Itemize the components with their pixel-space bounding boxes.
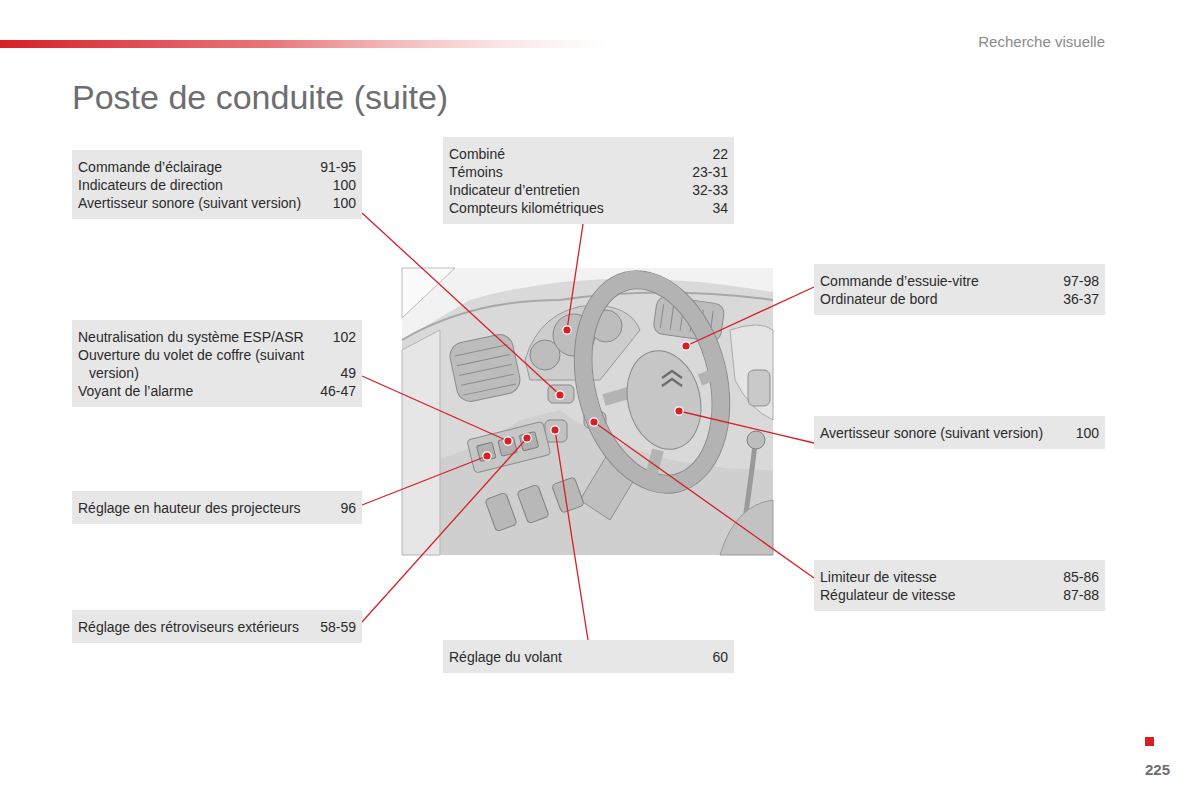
control-name: Régulateur de vitesse xyxy=(820,586,1053,604)
callout-box: Avertisseur sonore (suivant version) 100 xyxy=(814,416,1105,449)
page-reference: 102 xyxy=(320,328,356,346)
page-reference: 34 xyxy=(692,199,728,217)
leader-line xyxy=(362,456,487,505)
leader-line xyxy=(679,411,814,443)
control-name: Combiné xyxy=(449,145,682,163)
callout-dot xyxy=(556,391,564,399)
page-reference: 36-37 xyxy=(1063,290,1099,308)
door-window xyxy=(402,268,455,318)
control-name: Avertisseur sonore (suivant version) xyxy=(78,194,310,212)
page-reference: 96 xyxy=(340,499,356,517)
control-name: Ouverture du volet de coffre (suivant ve… xyxy=(78,346,310,382)
control-name: Voyant de l’alarme xyxy=(78,382,310,400)
door-handle xyxy=(748,370,770,406)
page-title: Poste de conduite (suite) xyxy=(72,78,448,117)
callout-dot xyxy=(504,437,512,445)
right-door xyxy=(730,325,773,420)
header-bar xyxy=(0,40,610,48)
callout-box: Réglage du volant 60 xyxy=(443,640,734,673)
callout-dot xyxy=(675,407,683,415)
left-vent xyxy=(447,332,522,404)
callout-dot xyxy=(590,418,598,426)
page-marker xyxy=(1145,737,1154,746)
page-reference: 97-98 xyxy=(1063,272,1099,290)
leader-line xyxy=(686,287,814,346)
callout-box: Réglage des rétroviseurs extérieurs 58-59 xyxy=(72,610,362,643)
page-reference: 85-86 xyxy=(1063,568,1099,586)
callout-box: Limiteur de vitesse 85-86Régulateur de vi… xyxy=(814,560,1105,611)
control-name: Commande d’éclairage xyxy=(78,158,310,176)
callout-dot xyxy=(563,326,571,334)
page-reference: 100 xyxy=(320,194,356,212)
leader-line xyxy=(362,376,508,441)
callout-box: Combiné 22Témoins 23-31Indicateur d’entret… xyxy=(443,137,734,224)
brand-chevrons xyxy=(662,371,682,386)
page-reference: 100 xyxy=(1076,424,1099,442)
leader-line xyxy=(555,430,588,640)
page-reference: 91-95 xyxy=(320,158,356,176)
callout-dot xyxy=(483,452,491,460)
callout-dot xyxy=(523,434,531,442)
control-name: Indicateur d’entretien xyxy=(449,181,682,199)
callout-box: Commande d’éclairage 91-95Indicateurs de … xyxy=(72,150,362,219)
leader-line xyxy=(567,224,583,330)
control-name: Limiteur de vitesse xyxy=(820,568,1053,586)
control-name: Indicateurs de direction xyxy=(78,176,310,194)
page-reference: 100 xyxy=(320,176,356,194)
callout-box: Réglage en hauteur des projecteurs 96 xyxy=(72,491,362,524)
section-header: Recherche visuelle xyxy=(978,33,1105,50)
page-reference: 23-31 xyxy=(692,163,728,181)
page-number: 225 xyxy=(1145,761,1170,778)
page-reference: 58-59 xyxy=(320,618,356,636)
page-reference: 22 xyxy=(692,145,728,163)
leader-line xyxy=(594,422,814,578)
leader-line xyxy=(362,213,560,395)
control-name: Réglage des rétroviseurs extérieurs xyxy=(78,618,310,636)
page-reference: 87-88 xyxy=(1063,586,1099,604)
page-reference: 46-47 xyxy=(320,382,356,400)
control-name: Neutralisation du système ESP/ASR xyxy=(78,328,310,346)
leader-line xyxy=(362,438,527,622)
control-name: Réglage du volant xyxy=(449,648,702,666)
callout-dot xyxy=(551,426,559,434)
callout-box: Commande d’essuie-vitre 97-98Ordinateur d… xyxy=(814,264,1105,315)
control-name: Ordinateur de bord xyxy=(820,290,1053,308)
control-name: Réglage en hauteur des projecteurs xyxy=(78,499,330,517)
page-reference: 60 xyxy=(712,648,728,666)
page-reference: 32-33 xyxy=(692,181,728,199)
callout-dot xyxy=(682,342,690,350)
switch-panel xyxy=(467,421,551,473)
control-name: Commande d’essuie-vitre xyxy=(820,272,1053,290)
callout-box: Neutralisation du système ESP/ASR 102Ouve… xyxy=(72,320,362,407)
gear-lever xyxy=(720,431,773,555)
door-panel xyxy=(402,330,440,555)
control-name: Témoins xyxy=(449,163,682,181)
control-name: Compteurs kilométriques xyxy=(449,199,682,217)
control-name: Avertisseur sonore (suivant version) xyxy=(820,424,1066,442)
steering-wheel xyxy=(552,254,752,510)
page-reference: 49 xyxy=(320,364,356,382)
